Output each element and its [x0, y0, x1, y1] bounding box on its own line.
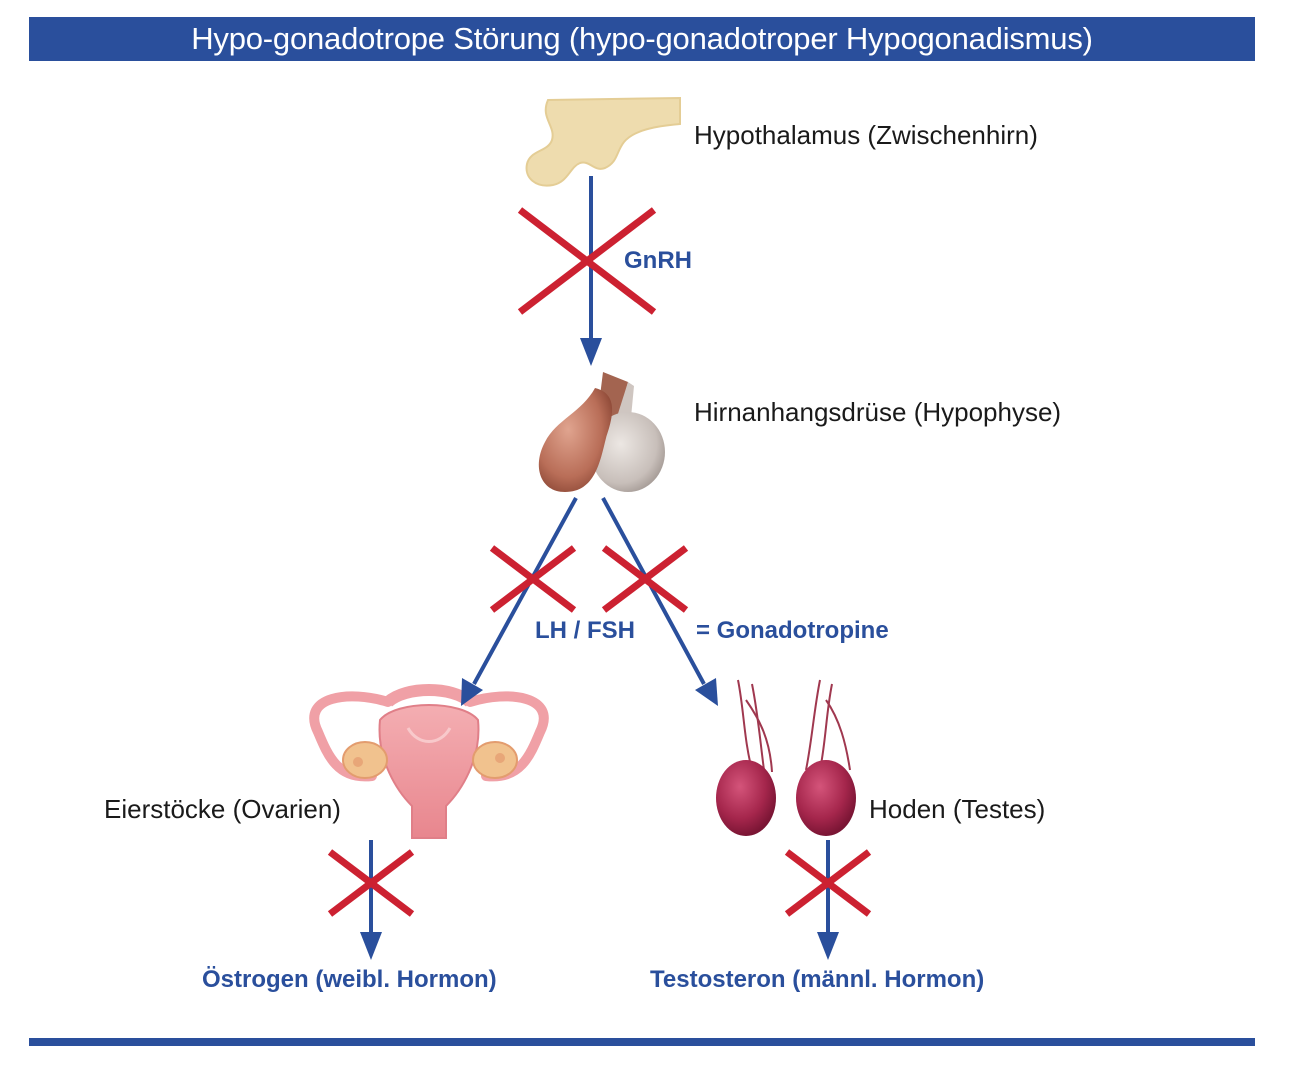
- right-testis-illustration: [796, 760, 856, 836]
- arrow-lh-fsh-right-line: [601, 497, 706, 685]
- lh-fsh-label: LH / FSH: [535, 617, 635, 644]
- arrow-lh-fsh-left-head: [461, 678, 483, 706]
- block-cross-gnrh: [517, 207, 657, 315]
- testosterone-label: Testosteron (männl. Hormon): [650, 966, 985, 993]
- pituitary-illustration: [538, 372, 665, 492]
- arrow-gnrh-head: [580, 338, 602, 366]
- pituitary-label: Hirnanhangsdrüse (Hypophyse): [694, 397, 1062, 427]
- arrow-lh-fsh-right-head: [695, 678, 718, 706]
- arrow-lh-fsh-left-line: [472, 497, 578, 685]
- estrogen-label: Östrogen (weibl. Hormon): [202, 966, 497, 993]
- hypothalamus-illustration: [525, 96, 681, 187]
- testes-illustration: [737, 679, 851, 773]
- bottom-rule: [29, 1038, 1255, 1046]
- title-bar: Hypo-gonadotrope Störung (hypo-gonadotro…: [29, 17, 1255, 61]
- diagram-title: Hypo-gonadotrope Störung (hypo-gonadotro…: [191, 21, 1093, 56]
- ovaries-label: Eierstöcke (Ovarien): [104, 794, 341, 824]
- block-cross-testosterone: [784, 849, 872, 917]
- block-cross-lh-fsh-left: [489, 545, 577, 613]
- gnrh-label: GnRH: [624, 247, 692, 274]
- arrow-estrogen-head: [360, 932, 382, 960]
- block-cross-estrogen: [327, 849, 415, 917]
- testes-label: Hoden (Testes): [869, 794, 1046, 824]
- hypothalamus-label: Hypothalamus (Zwischenhirn): [694, 120, 1038, 150]
- block-cross-lh-fsh-right: [601, 545, 689, 613]
- gonadotropins-label: = Gonadotropine: [696, 617, 889, 644]
- uterus-illustration: [309, 684, 549, 839]
- arrow-testosterone-head: [817, 932, 839, 960]
- left-testis-illustration: [716, 760, 776, 836]
